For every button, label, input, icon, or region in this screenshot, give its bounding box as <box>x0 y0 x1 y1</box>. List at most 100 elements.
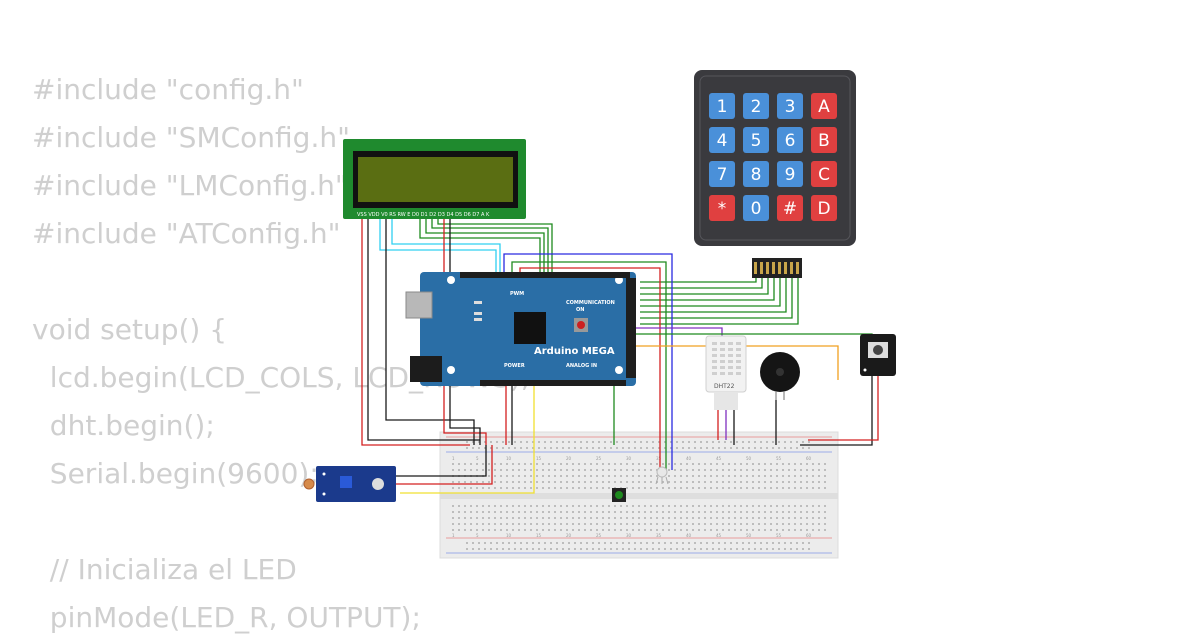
breadboard-hole <box>578 517 580 519</box>
breadboard-hole <box>458 517 460 519</box>
breadboard-hole <box>710 469 712 471</box>
keypad-key[interactable]: * <box>709 195 735 221</box>
breadboard-hole <box>778 548 780 550</box>
breadboard-hole <box>710 475 712 477</box>
breadboard-hole <box>742 447 744 449</box>
breadboard-hole <box>740 505 742 507</box>
breadboard-hole <box>800 487 802 489</box>
breadboard-column-number: 1 <box>452 456 455 461</box>
keypad-key[interactable]: 3 <box>777 93 803 119</box>
keypad-key[interactable]: 7 <box>709 161 735 187</box>
breadboard-hole <box>466 447 468 449</box>
breadboard-hole <box>782 529 784 531</box>
breadboard-hole <box>806 511 808 513</box>
breadboard-hole <box>824 481 826 483</box>
buzzer[interactable] <box>760 352 800 400</box>
keypad-key[interactable]: 8 <box>743 161 769 187</box>
breadboard-hole <box>740 511 742 513</box>
ldr-module[interactable] <box>303 466 396 502</box>
breadboard-hole <box>692 463 694 465</box>
breadboard-column-number: 1 <box>452 533 455 538</box>
breadboard-hole <box>674 505 676 507</box>
breadboard-column-number: 55 <box>776 533 782 538</box>
dht-grill-slot <box>712 372 717 375</box>
keypad-key[interactable]: # <box>777 195 803 221</box>
breadboard-hole <box>698 505 700 507</box>
breadboard-hole <box>664 447 666 449</box>
breadboard-hole <box>598 548 600 550</box>
keypad-key[interactable]: C <box>811 161 837 187</box>
breadboard-hole <box>470 523 472 525</box>
push-button[interactable] <box>612 488 626 502</box>
keypad-key[interactable]: 4 <box>709 127 735 153</box>
breadboard-hole <box>568 441 570 443</box>
keypad-pin <box>760 262 763 274</box>
keypad-key[interactable]: B <box>811 127 837 153</box>
dht-grill-slot <box>712 366 717 369</box>
breadboard-column-number: 35 <box>656 533 662 538</box>
breadboard-hole <box>596 511 598 513</box>
keypad-key[interactable]: A <box>811 93 837 119</box>
ldr-chip <box>372 478 384 490</box>
breadboard-hole <box>530 511 532 513</box>
breadboard-hole <box>728 481 730 483</box>
breadboard-hole <box>728 529 730 531</box>
key-face <box>709 195 735 221</box>
breadboard-hole <box>512 469 514 471</box>
breadboard-hole <box>692 469 694 471</box>
dht22-sensor[interactable]: DHT22 <box>705 335 747 410</box>
code-line: pinMode(LED_R, OUTPUT); <box>32 601 421 634</box>
ky-sensor-module[interactable] <box>860 334 896 376</box>
breadboard-column-number: 20 <box>566 456 572 461</box>
breadboard-hole <box>686 517 688 519</box>
rgb-led-leg <box>665 476 669 485</box>
lcd-display[interactable]: VSS VDD V0 RS RW E D0 D1 D2 D3 D4 D5 D6 … <box>343 139 526 219</box>
keypad-key[interactable]: D <box>811 195 837 221</box>
breadboard-hole <box>764 487 766 489</box>
keypad-key[interactable]: 0 <box>743 195 769 221</box>
keypad-key[interactable]: 6 <box>777 127 803 153</box>
breadboard[interactable]: 1155101015152020252530303535404045455050… <box>439 431 839 559</box>
breadboard-hole <box>628 441 630 443</box>
breadboard-hole <box>668 481 670 483</box>
keypad-key[interactable]: 5 <box>743 127 769 153</box>
breadboard-hole <box>494 529 496 531</box>
breadboard-hole <box>578 529 580 531</box>
arduino-mega[interactable]: Arduino MEGA PWM COMMUNICATION POWER ANA… <box>405 272 636 386</box>
breadboard-hole <box>668 475 670 477</box>
breadboard-hole <box>620 523 622 525</box>
breadboard-hole <box>560 469 562 471</box>
breadboard-hole <box>512 517 514 519</box>
breadboard-hole <box>778 441 780 443</box>
wire-ky-gnd <box>800 376 873 446</box>
keypad-key[interactable]: 2 <box>743 93 769 119</box>
breadboard-hole <box>512 505 514 507</box>
ldr-mount-hole <box>322 492 326 496</box>
breadboard-hole <box>494 487 496 489</box>
keypad-inner-border <box>699 75 851 241</box>
breadboard-hole <box>590 529 592 531</box>
breadboard-hole <box>464 511 466 513</box>
breadboard-hole <box>662 529 664 531</box>
dht-grill <box>712 342 741 375</box>
breadboard-hole <box>674 529 676 531</box>
breadboard-hole <box>794 463 796 465</box>
keypad-key[interactable]: 9 <box>777 161 803 187</box>
breadboard-hole <box>734 505 736 507</box>
breadboard-hole <box>518 517 520 519</box>
breadboard-hole <box>716 523 718 525</box>
keypad-key[interactable]: 1 <box>709 93 735 119</box>
breadboard-hole <box>662 511 664 513</box>
breadboard-hole <box>704 529 706 531</box>
keypad-pin <box>784 262 787 274</box>
breadboard-hole <box>638 475 640 477</box>
breadboard-hole <box>644 469 646 471</box>
breadboard-hole <box>574 441 576 443</box>
breadboard-hole <box>782 523 784 525</box>
potentiometer[interactable] <box>340 476 352 488</box>
rgb-led[interactable] <box>655 466 669 485</box>
breadboard-hole <box>650 505 652 507</box>
breadboard-hole <box>818 475 820 477</box>
breadboard-hole <box>482 529 484 531</box>
